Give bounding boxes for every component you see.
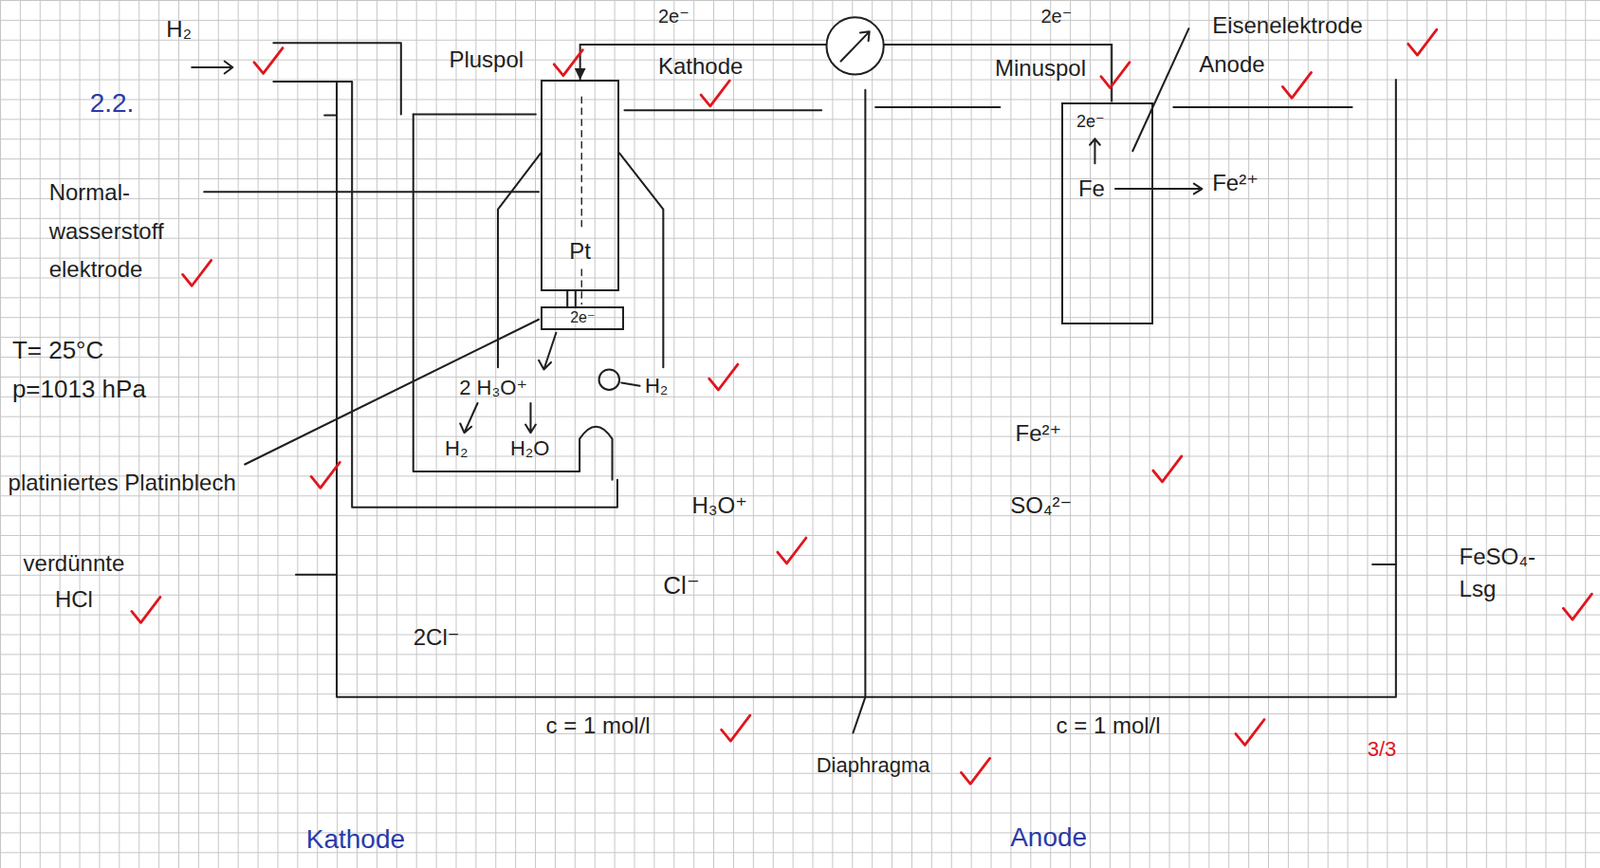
- electrode-wire: [567, 291, 576, 307]
- electron-label: 2e⁻: [1040, 5, 1072, 28]
- electron-arrow: [1089, 138, 1101, 164]
- leader-line: [244, 319, 539, 465]
- check-mark: [1408, 29, 1437, 56]
- check-mark: [777, 537, 807, 564]
- gas-label: H₂: [165, 16, 192, 43]
- concentration-label: c = 1 mol/l: [546, 712, 651, 739]
- ion-label: Fe²⁺: [1015, 420, 1063, 447]
- check-mark: [311, 461, 340, 488]
- condition-label: p=1013 hPa: [12, 375, 147, 405]
- gas-bubble: [599, 368, 621, 390]
- platinum-sheet: 2e⁻: [540, 306, 625, 331]
- condition-label: T= 25°C: [12, 336, 104, 366]
- glass-bell: [497, 152, 663, 368]
- electrode-text: Fe: [1078, 175, 1105, 203]
- leader-line: [203, 190, 539, 193]
- diaphragm: [852, 90, 865, 734]
- ion-label: 2 H₃O⁺: [459, 375, 528, 400]
- oxidation-arrow: [1115, 183, 1202, 195]
- section-number: 2.2.: [90, 88, 135, 119]
- solution-label: FeSO₄- Lsg: [1459, 540, 1555, 605]
- part-label: platiniertes Platinblech: [8, 469, 237, 497]
- electrode-label: Normal- wasserstoff elektrode: [49, 173, 202, 290]
- product-label: H₂: [444, 436, 468, 460]
- check-mark: [1153, 456, 1182, 482]
- electrode-text: 2e⁻: [1076, 111, 1105, 132]
- part-label: Diaphragma: [816, 753, 931, 777]
- leader-line: [1132, 28, 1189, 151]
- check-mark: [960, 757, 990, 784]
- ion-label: SO₄²⁻: [1010, 492, 1072, 519]
- ion-label: Cl⁻: [662, 571, 699, 601]
- level-mark: [295, 564, 1397, 575]
- electrode-text: Pt: [569, 238, 591, 265]
- pole-label: Minuspol: [994, 55, 1086, 82]
- iron-electrode: 2e⁻ Fe: [1061, 102, 1154, 326]
- electrode-text: 2e⁻: [570, 309, 595, 327]
- voltmeter: [826, 17, 883, 74]
- ion-label: H₃O⁺: [691, 492, 747, 519]
- solution-label: verdünnte HCl: [12, 545, 136, 619]
- gas-arrow: [191, 61, 233, 74]
- ion-label: Fe²⁺: [1212, 169, 1259, 197]
- product-label: H₂O: [510, 436, 551, 460]
- leader-line: [621, 382, 640, 386]
- check-mark: [183, 259, 212, 286]
- platinum-electrode: Pt: [540, 79, 620, 292]
- ion-label: 2Cl⁻: [413, 624, 460, 651]
- half-cell-label: Anode: [1010, 822, 1087, 853]
- check-mark: [553, 50, 583, 76]
- check-mark: [721, 715, 751, 741]
- electrode-label: Anode: [1198, 51, 1265, 78]
- check-mark: [254, 48, 283, 74]
- beaker-wall: [336, 79, 1397, 698]
- check-mark: [1563, 593, 1592, 620]
- half-cell-label: Kathode: [306, 824, 405, 855]
- electrode-label: Eisenelektrode: [1212, 12, 1363, 39]
- grade-mark: 3/3: [1367, 736, 1398, 761]
- concentration-label: c = 1 mol/l: [1056, 712, 1161, 739]
- check-mark: [709, 364, 738, 390]
- check-mark: [1282, 72, 1311, 98]
- check-mark: [131, 596, 161, 623]
- check-mark: [1101, 62, 1130, 89]
- electrode-axis: [581, 96, 583, 304]
- liquid-level: [324, 107, 1352, 116]
- electron-label: 2e⁻: [658, 5, 690, 28]
- gas-label: H₂: [644, 373, 668, 398]
- check-mark: [700, 80, 730, 107]
- check-mark: [1235, 719, 1265, 746]
- gas-inlet-tube: [273, 42, 618, 508]
- voltmeter-needle: [841, 31, 870, 61]
- pole-label: Pluspol: [448, 46, 524, 74]
- electrode-label: Kathode: [658, 53, 743, 80]
